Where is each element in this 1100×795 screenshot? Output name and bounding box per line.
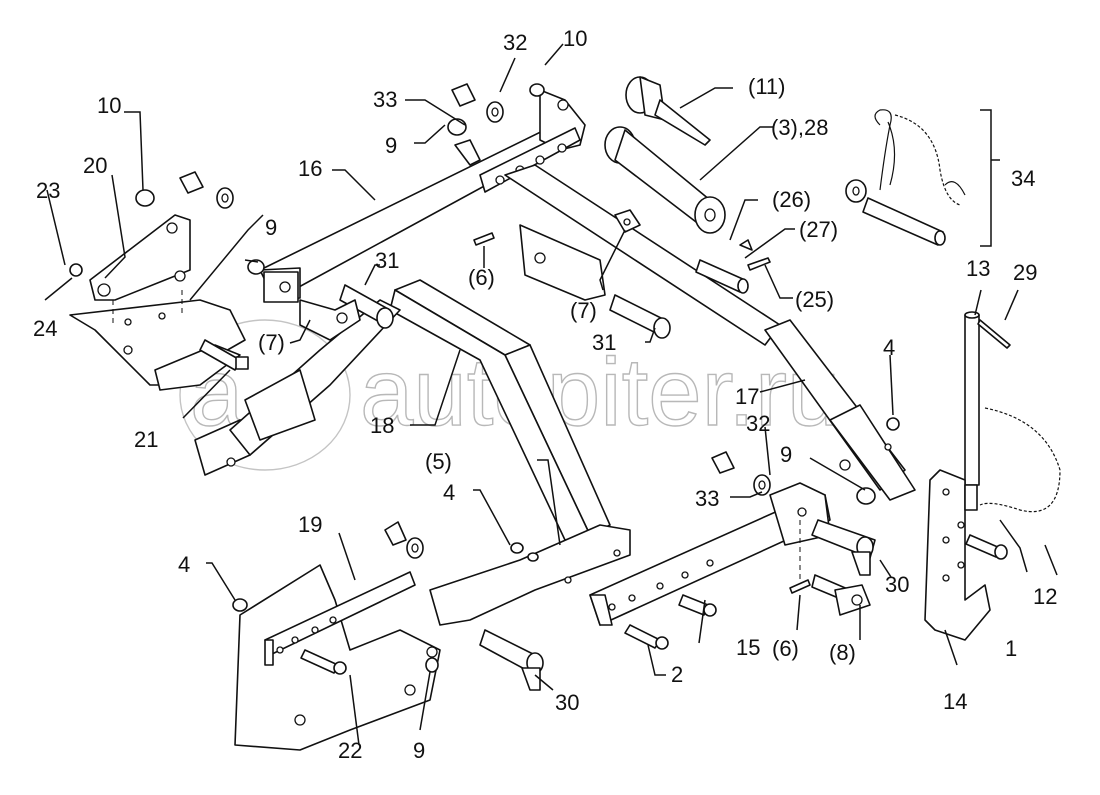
callout-10-left: 10 xyxy=(97,93,121,118)
callout-14: 14 xyxy=(943,689,967,714)
callout-30-bottom: 30 xyxy=(555,690,579,715)
pins-31 xyxy=(339,284,671,339)
callout-1: 1 xyxy=(1005,636,1017,661)
pin-30-right xyxy=(811,519,876,576)
callout-24: 24 xyxy=(33,316,57,341)
callout-16: 16 xyxy=(298,156,322,181)
lower-left-plate xyxy=(234,564,441,751)
callout-17: 17 xyxy=(735,384,759,409)
callout-9-left: 9 xyxy=(265,215,277,240)
callout-7-left: (7) xyxy=(258,330,285,355)
callout-2: 2 xyxy=(671,662,683,687)
fasteners-top xyxy=(69,83,545,277)
part-18-a-frame xyxy=(389,279,631,626)
callout-12: 12 xyxy=(1033,584,1057,609)
callout-18: 18 xyxy=(370,413,394,438)
callout-6-bottom: (6) xyxy=(772,636,799,661)
callout-22: 22 xyxy=(338,738,362,763)
part-17-diagonal-beam xyxy=(504,164,916,501)
part-3-28-pin xyxy=(604,126,726,234)
callout-5: (5) xyxy=(425,449,452,474)
callout-32-mid: 32 xyxy=(746,411,770,436)
callout-27: (27) xyxy=(799,217,838,242)
part-19-bar xyxy=(264,571,416,666)
part-6-top xyxy=(473,232,495,246)
callout-21: 21 xyxy=(134,427,158,452)
callout-10-top: 10 xyxy=(563,26,587,51)
part-6-bottom xyxy=(789,579,811,594)
callout-9-mid: 9 xyxy=(780,442,792,467)
pin-7-left xyxy=(299,299,361,341)
part-16-upper-beam xyxy=(259,89,586,303)
part-20-link-plate xyxy=(89,214,191,301)
part-14-latch xyxy=(924,469,991,641)
callout-32-top: 32 xyxy=(503,30,527,55)
callout-25: (25) xyxy=(795,287,834,312)
leader-lines xyxy=(44,43,1058,746)
callout-7-mid: (7) xyxy=(570,298,597,323)
callout-31-mid: 31 xyxy=(592,330,616,355)
callout-31-left: 31 xyxy=(375,248,399,273)
callout-11: (11) xyxy=(748,74,786,99)
callout-9-bottom: 9 xyxy=(413,738,425,763)
part-15-lower-bar xyxy=(589,482,831,626)
part-8-pin xyxy=(799,520,871,616)
callout-8: (8) xyxy=(829,640,856,665)
callout-4-mid: 4 xyxy=(443,480,455,505)
callout-23: 23 xyxy=(36,178,60,203)
part-11-pin xyxy=(625,76,711,146)
callout-labels: 32 10 (11) 33 9 (3),28 10 16 34 20 23 (2… xyxy=(33,26,1057,763)
callout-4-left: 4 xyxy=(178,552,190,577)
part-21-left-arm xyxy=(194,299,401,476)
callout-20: 20 xyxy=(83,153,107,178)
part-34-kit xyxy=(845,109,992,247)
callout-19: 19 xyxy=(298,512,322,537)
watermark-logo-ring xyxy=(179,319,351,471)
callout-15: 15 xyxy=(736,635,760,660)
part-12-chain xyxy=(979,407,1061,513)
callout-3-28: (3),28 xyxy=(771,115,828,140)
callout-6-top: (6) xyxy=(468,265,495,290)
part-13-rod xyxy=(964,311,1011,486)
callout-34: 34 xyxy=(1011,166,1035,191)
callout-26: (26) xyxy=(772,187,811,212)
pin-30-bottom xyxy=(479,629,544,691)
callout-4-right: 4 xyxy=(883,335,895,360)
bolts-2 xyxy=(624,594,717,650)
callout-30-right: 30 xyxy=(885,572,909,597)
callout-33-mid: 33 xyxy=(695,486,719,511)
bolt-1 xyxy=(965,534,1008,560)
fasteners-bottom xyxy=(232,417,900,673)
callout-13: 13 xyxy=(966,256,990,281)
callout-9-top: 9 xyxy=(385,133,397,158)
callout-29: 29 xyxy=(1013,260,1037,285)
callout-33-top: 33 xyxy=(373,87,397,112)
pins-26-27-25 xyxy=(695,239,771,294)
bolt-21 xyxy=(199,339,249,371)
bolt-22 xyxy=(300,649,347,675)
